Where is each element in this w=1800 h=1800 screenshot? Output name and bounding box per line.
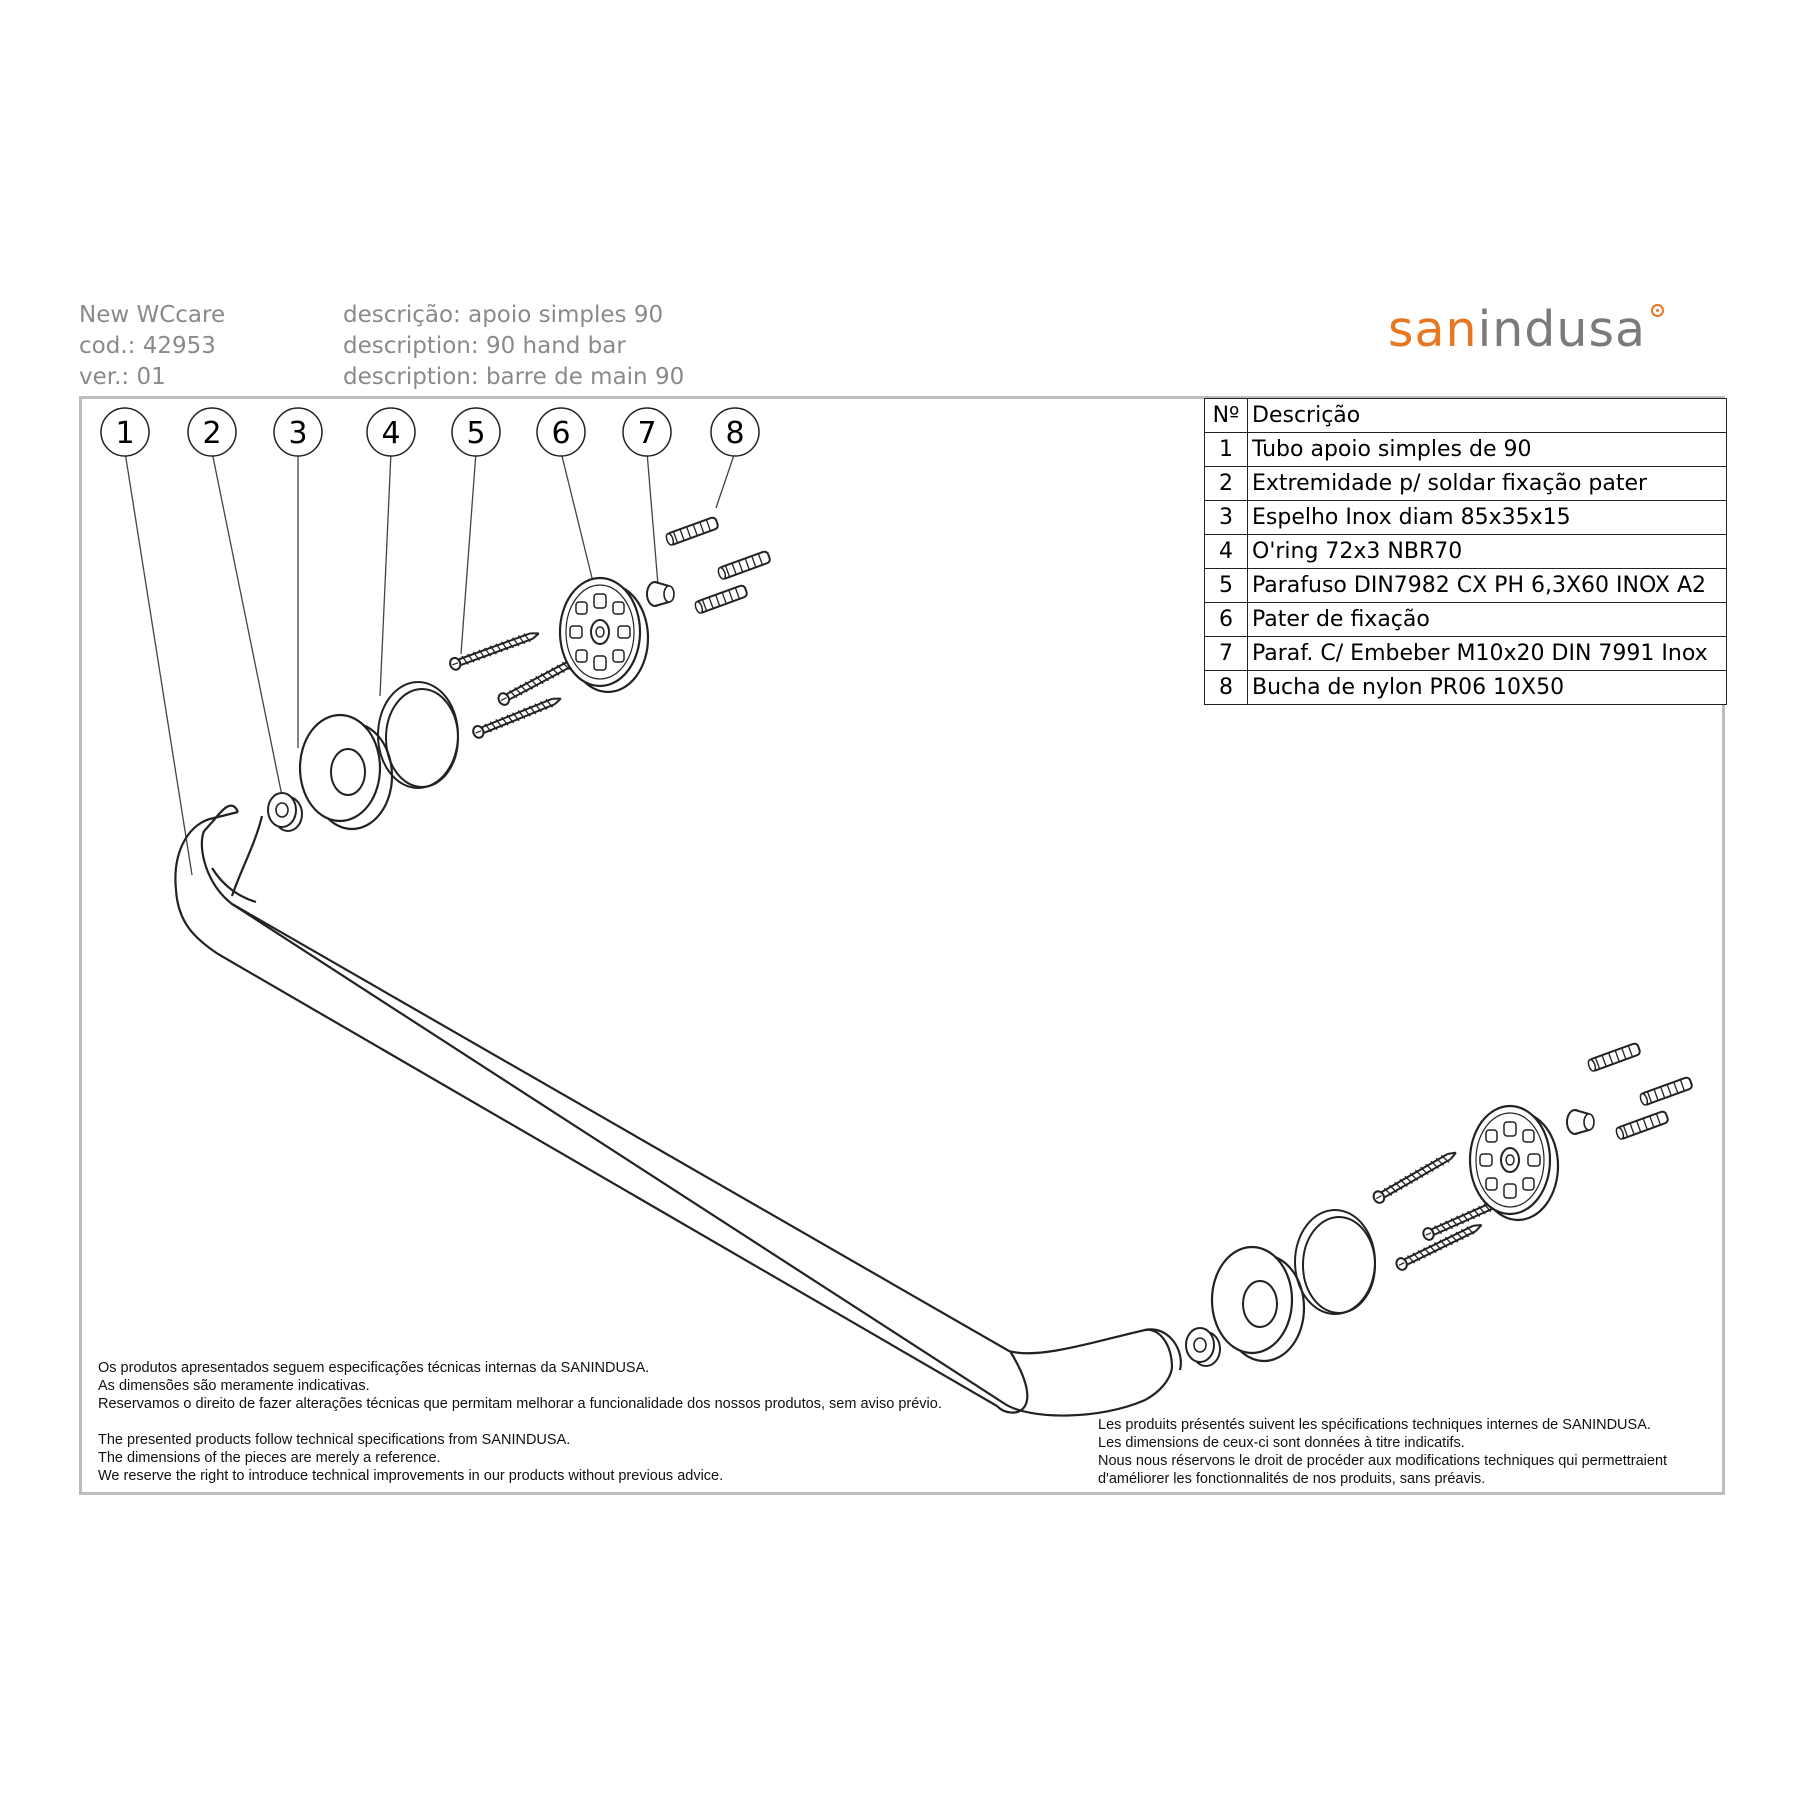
callout-8: 8	[710, 407, 760, 457]
description-en: description: 90 hand bar	[343, 333, 626, 359]
bar-tube	[174, 804, 1182, 1417]
right-plug-1	[1586, 1041, 1642, 1073]
left-plug-2	[716, 549, 772, 581]
part-description: O'ring 72x3 NBR70	[1247, 534, 1727, 569]
product-code: cod.: 42953	[79, 333, 216, 359]
product-descriptions: descrição: apoio simples 90 description:…	[343, 300, 684, 393]
right-oring	[1294, 1209, 1376, 1315]
part-number: 6	[1204, 602, 1248, 637]
callout-leaders	[124, 451, 736, 876]
left-countersunk-screw	[646, 581, 675, 607]
svg-text:6: 6	[551, 416, 570, 451]
logo-text-indusa: indusa	[1477, 301, 1647, 358]
disclaimer-fr: Les produits présentés suivent les spéci…	[1098, 1416, 1667, 1488]
left-pater	[558, 576, 650, 694]
disclaimer-fr-line: Les produits présentés suivent les spéci…	[1098, 1417, 1651, 1433]
left-plug-3	[693, 583, 749, 615]
disclaimer-en-line: The presented products follow technical …	[98, 1432, 571, 1448]
right-screw-3	[1393, 1218, 1486, 1273]
svg-text:5: 5	[466, 416, 485, 451]
right-plug-2	[1638, 1075, 1694, 1107]
svg-text:7: 7	[637, 416, 656, 451]
callout-7: 7	[622, 407, 672, 457]
right-pater	[1468, 1104, 1560, 1222]
svg-text:2: 2	[202, 416, 221, 451]
part-number: 3	[1204, 500, 1248, 535]
disclaimer-fr-line: d'améliorer les fonctionnalités de nos p…	[1098, 1471, 1486, 1487]
disclaimer-en-line: We reserve the right to introduce techni…	[98, 1468, 724, 1484]
description-pt: descrição: apoio simples 90	[343, 302, 664, 328]
brand-logo: sanindusa	[1388, 300, 1665, 360]
table-header-row: Nº Descrição	[1204, 398, 1727, 433]
disclaimer-pt-line: Os produtos apresentados seguem especifi…	[98, 1360, 650, 1376]
left-plug-1	[664, 515, 720, 547]
part-number: 4	[1204, 534, 1248, 569]
svg-text:3: 3	[288, 416, 307, 451]
part-number: 1	[1204, 432, 1248, 467]
logo-registered-icon	[1651, 304, 1665, 317]
svg-text:1: 1	[115, 416, 134, 451]
part-number: 5	[1204, 568, 1248, 603]
part-description: Tubo apoio simples de 90	[1247, 432, 1727, 467]
column-header-description: Descrição	[1247, 398, 1727, 433]
callout-3: 3	[273, 407, 323, 457]
callout-6: 6	[536, 407, 586, 457]
part-description: Parafuso DIN7982 CX PH 6,3X60 INOX A2	[1247, 568, 1727, 603]
disclaimer-fr-line: Nous nous réservons le droit de procéder…	[1098, 1453, 1668, 1469]
right-screw-1	[1370, 1146, 1460, 1206]
svg-text:8: 8	[725, 416, 744, 451]
left-bush	[267, 792, 303, 832]
part-number: 7	[1204, 636, 1248, 671]
product-line: New WCcare	[79, 302, 226, 328]
disclaimer-pt-line: As dimensões são meramente indicativas.	[98, 1378, 370, 1394]
disclaimer-pt-en: Os produtos apresentados seguem especifi…	[98, 1359, 942, 1485]
product-info: New WCcare cod.: 42953 ver.: 01	[79, 300, 225, 393]
left-screw-3	[470, 692, 565, 741]
disclaimer-fr-line: Les dimensions de ceux-ci sont données à…	[1098, 1435, 1465, 1451]
part-description: Paraf. C/ Embeber M10x20 DIN 7991 Inox	[1247, 636, 1727, 671]
product-version: ver.: 01	[79, 364, 166, 390]
callout-5: 5	[451, 407, 501, 457]
part-number: 2	[1204, 466, 1248, 501]
left-oring	[377, 681, 459, 789]
svg-text:4: 4	[381, 416, 400, 451]
disclaimer-pt-line: Reservamos o direito de fazer alterações…	[98, 1396, 942, 1412]
part-description: Extremidade p/ soldar fixação pater	[1247, 466, 1727, 501]
logo-text-san: san	[1388, 301, 1478, 358]
right-countersunk-screw	[1566, 1109, 1595, 1135]
description-fr: description: barre de main 90	[343, 364, 685, 390]
callout-bubbles: 1 2 3 4 5 6 7 8	[100, 407, 760, 457]
drawing-frame	[79, 396, 1725, 1495]
part-description: Pater de fixação	[1247, 602, 1727, 637]
column-header-number: Nº	[1204, 398, 1248, 433]
part-number: 8	[1204, 670, 1248, 705]
disclaimer-en-line: The dimensions of the pieces are merely …	[98, 1450, 441, 1466]
callout-2: 2	[187, 407, 237, 457]
part-description: Espelho Inox diam 85x35x15	[1247, 500, 1727, 535]
right-plug-3	[1614, 1109, 1670, 1141]
right-flange	[1210, 1245, 1306, 1363]
right-bush	[1185, 1327, 1221, 1367]
callout-1: 1	[100, 407, 150, 457]
part-description: Bucha de nylon PR06 10X50	[1247, 670, 1727, 705]
callout-4: 4	[366, 407, 416, 457]
